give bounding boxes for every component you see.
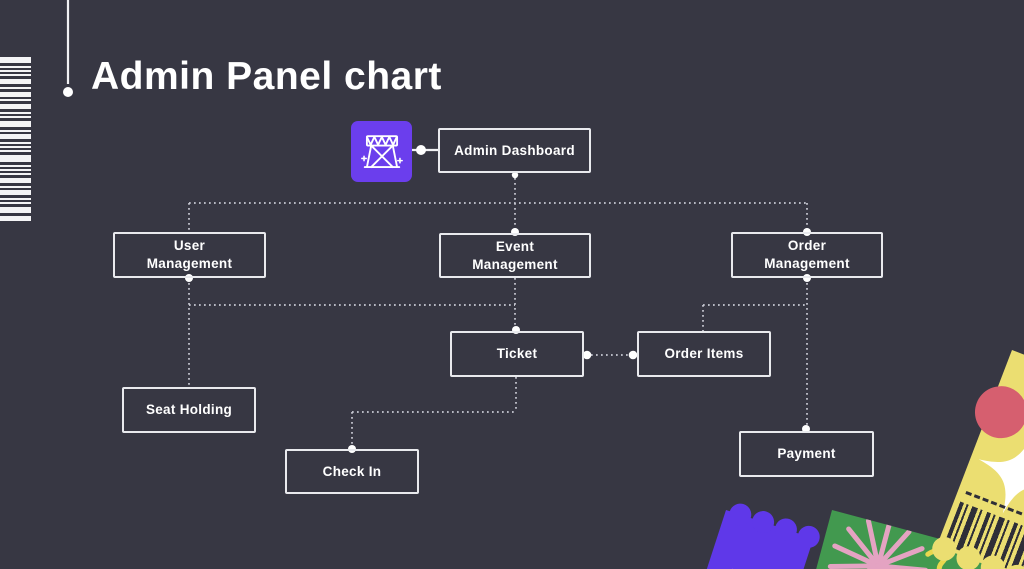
barcode-bar	[0, 216, 31, 221]
barcode-bar	[0, 198, 31, 200]
node-check-in: Check In	[285, 449, 419, 494]
barcode-bar	[0, 70, 31, 72]
barcode-bar	[0, 79, 31, 84]
barcode-bar	[0, 74, 31, 76]
node-event-management: Event Management	[439, 233, 591, 278]
barcode-bar	[0, 190, 31, 195]
sparkle-icon	[978, 435, 1024, 514]
node-order-management: Order Management	[731, 232, 883, 278]
barcode-bar	[0, 146, 31, 148]
starburst-decoration	[827, 518, 954, 569]
node-label: Order Items	[664, 346, 744, 362]
barcode-decoration	[0, 57, 31, 221]
barcode-bar	[0, 66, 31, 68]
barcode-bar	[0, 87, 31, 89]
barcode-bar	[0, 202, 31, 204]
barcode-bar	[0, 121, 31, 127]
node-order-items: Order Items	[637, 331, 771, 377]
node-payment: Payment	[739, 431, 874, 477]
node-label: Event Management	[472, 238, 558, 272]
page-title: Admin Panel chart	[91, 55, 442, 98]
node-label: Order Management	[764, 238, 850, 271]
barcode-bar	[0, 150, 31, 152]
barcode-bar	[0, 186, 31, 188]
barcode-bar	[0, 99, 31, 101]
ticket-decoration-green	[790, 510, 1024, 569]
node-ticket: Ticket	[450, 331, 584, 377]
barcode-bar	[0, 130, 31, 132]
node-seat-holding: Seat Holding	[122, 387, 256, 433]
node-label: Admin Dashboard	[454, 142, 575, 158]
node-label: Ticket	[496, 346, 538, 362]
barcode-bar	[0, 116, 31, 118]
node-user-management: User Management	[113, 232, 266, 278]
node-label: User Management	[146, 238, 233, 271]
barcode-bar	[0, 104, 31, 109]
barcode-bar	[0, 155, 31, 162]
ticket-decoration-yellow	[928, 350, 1024, 569]
node-admin-dashboard: Admin Dashboard	[438, 128, 591, 173]
barcode-bar	[0, 142, 31, 144]
stage-truss-icon	[351, 121, 412, 182]
barcode-bar	[0, 165, 31, 167]
node-label: Seat Holding	[145, 402, 233, 418]
node-label: Check In	[322, 463, 382, 479]
node-label: Payment	[777, 446, 836, 462]
barcode-bar	[0, 112, 31, 114]
barcode-bar	[0, 207, 31, 213]
barcode-bar	[0, 134, 31, 139]
barcode-bar	[0, 169, 31, 171]
barcode-bar	[0, 178, 31, 183]
barcode-bar	[0, 173, 31, 175]
barcode-bar	[0, 92, 31, 97]
barcode-bar	[0, 57, 31, 63]
title-rule-dot	[63, 87, 73, 97]
